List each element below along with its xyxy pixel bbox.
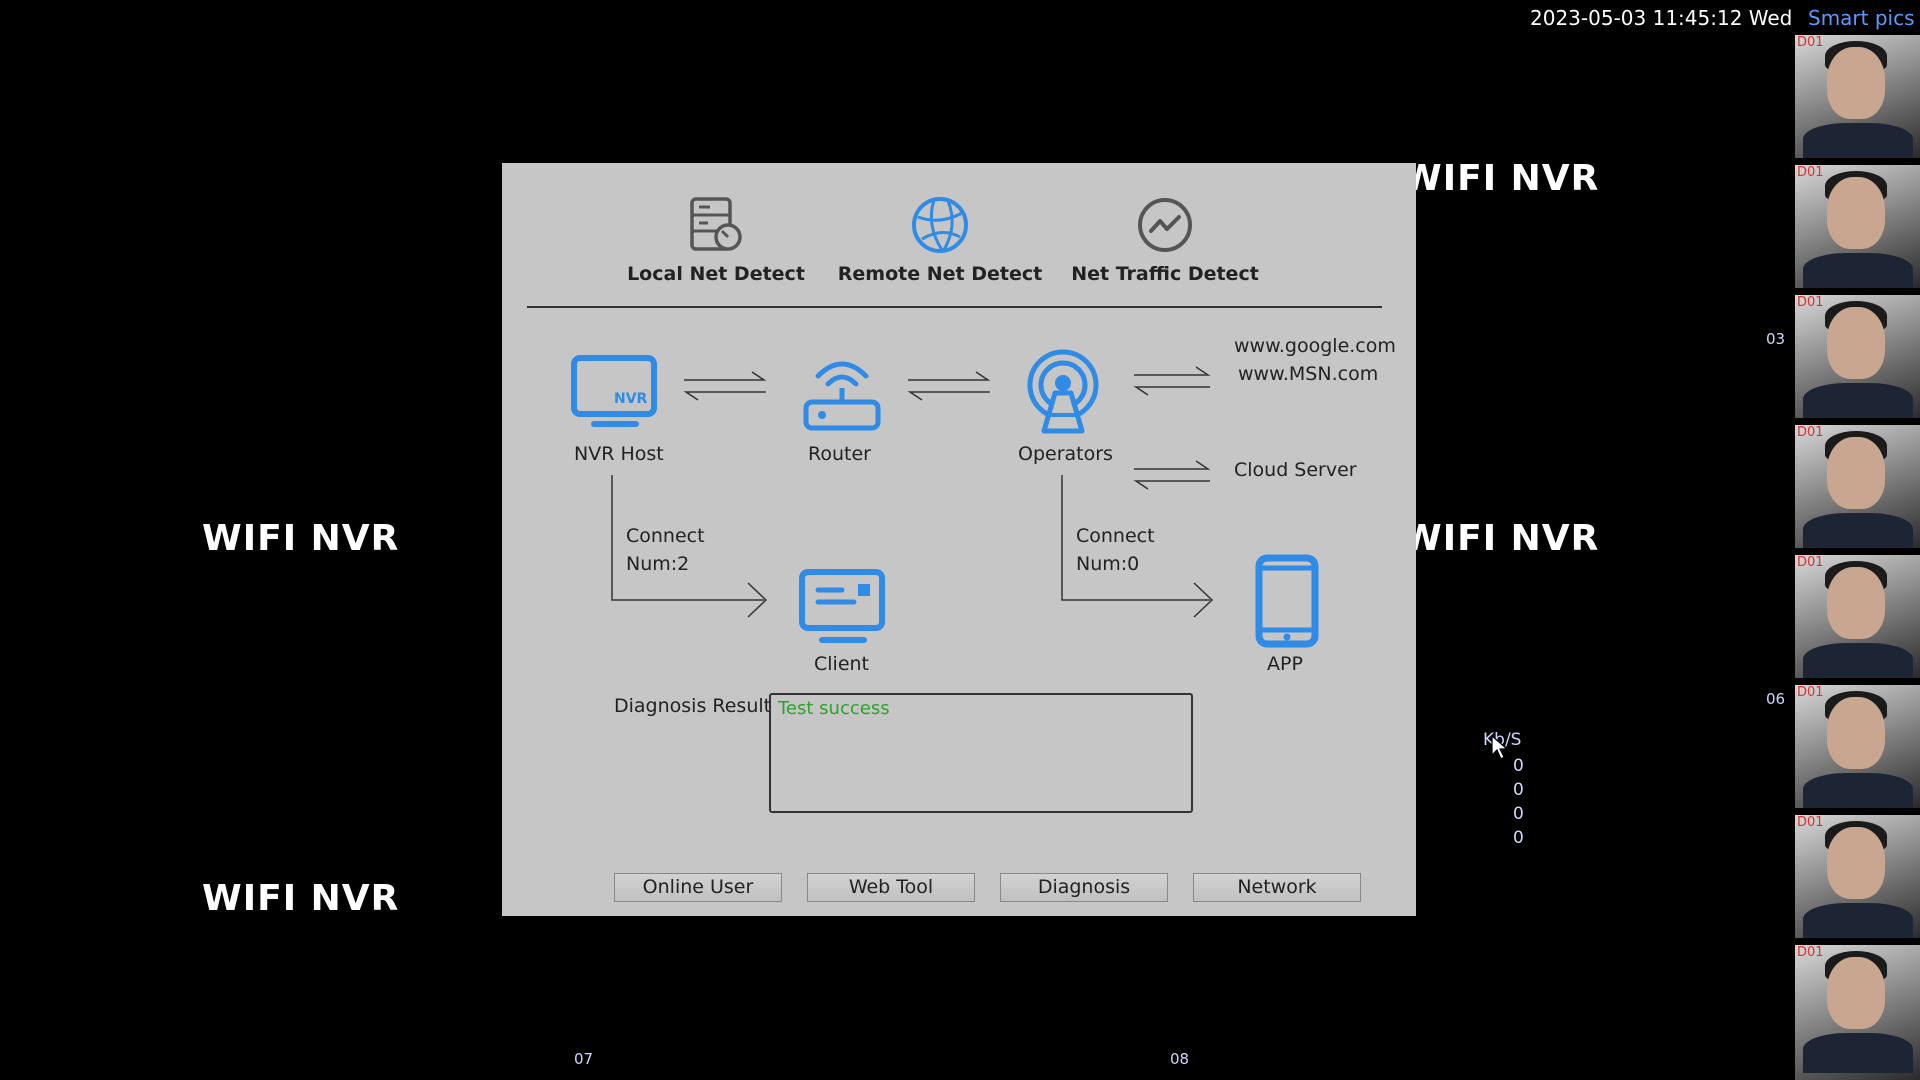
wifi-nvr-watermark: WIFI NVR bbox=[1402, 518, 1600, 559]
smart-pic-thumbnail[interactable]: D01 bbox=[1795, 295, 1920, 418]
bitrate-value: 0 bbox=[1513, 780, 1524, 800]
thumbnail-channel-label: D01 bbox=[1797, 425, 1824, 440]
operators-label: Operators bbox=[1018, 443, 1113, 465]
client-connect-label: Connect bbox=[626, 525, 705, 547]
bitrate-value: 0 bbox=[1513, 828, 1524, 848]
diagnosis-result-label: Diagnosis Result: bbox=[614, 695, 778, 717]
smart-pic-thumbnail[interactable]: D01 bbox=[1795, 555, 1920, 678]
tab-label: Remote Net Detect bbox=[837, 263, 1043, 285]
cloud-server-label: Cloud Server bbox=[1234, 459, 1357, 481]
nvr-badge: NVR bbox=[614, 391, 648, 407]
operators-tower-icon bbox=[1027, 349, 1099, 434]
smart-pic-thumbnail[interactable]: D01 bbox=[1795, 685, 1920, 808]
network-detect-dialog: Local Net Detect Remote Net Detect Net T… bbox=[502, 163, 1416, 916]
topology-connectors bbox=[611, 366, 1214, 618]
diagnosis-result-value: Test success bbox=[778, 698, 890, 719]
remote-site-google: www.google.com bbox=[1234, 335, 1396, 357]
wifi-nvr-watermark: WIFI NVR bbox=[1402, 158, 1600, 199]
traffic-chart-icon bbox=[1138, 198, 1192, 252]
nvr-host-label: NVR Host bbox=[574, 443, 664, 465]
channel-label-08: 08 bbox=[1170, 1050, 1190, 1068]
thumbnail-channel-label: D01 bbox=[1797, 945, 1824, 960]
tab-divider bbox=[527, 306, 1382, 308]
globe-icon bbox=[912, 197, 968, 253]
client-label: Client bbox=[814, 653, 870, 675]
server-icon bbox=[690, 197, 742, 251]
tab-local-net-detect[interactable]: Local Net Detect bbox=[606, 193, 826, 285]
channel-label-03: 03 bbox=[1766, 330, 1786, 348]
thumbnail-channel-label: D01 bbox=[1797, 555, 1824, 570]
tab-remote-net-detect[interactable]: Remote Net Detect bbox=[830, 193, 1050, 285]
wifi-nvr-watermark: WIFI NVR bbox=[202, 518, 400, 559]
smart-pic-thumbnail[interactable]: D01 bbox=[1795, 425, 1920, 548]
network-button[interactable]: Network bbox=[1193, 873, 1361, 902]
thumbnail-channel-label: D01 bbox=[1797, 165, 1824, 180]
remote-site-msn: www.MSN.com bbox=[1238, 363, 1379, 385]
online-user-button[interactable]: Online User bbox=[614, 873, 782, 902]
app-label: APP bbox=[1267, 653, 1303, 675]
thumbnail-channel-label: D01 bbox=[1797, 815, 1824, 830]
mouse-cursor-icon bbox=[1491, 735, 1509, 760]
diagnosis-button[interactable]: Diagnosis bbox=[1000, 873, 1168, 902]
router-icon bbox=[803, 361, 881, 431]
app-connect-num: Num:0 bbox=[1076, 553, 1140, 575]
client-pc-icon bbox=[799, 569, 885, 643]
channel-label-06: 06 bbox=[1766, 690, 1786, 708]
smart-pics-title: Smart pics bbox=[1808, 6, 1915, 30]
smart-pic-thumbnail[interactable]: D01 bbox=[1795, 945, 1920, 1080]
client-connect-num: Num:2 bbox=[626, 553, 690, 575]
channel-label-07: 07 bbox=[574, 1050, 594, 1068]
bitrate-value: 0 bbox=[1513, 756, 1524, 776]
router-label: Router bbox=[808, 443, 871, 465]
tab-label: Net Traffic Detect bbox=[1071, 263, 1259, 285]
tab-label: Local Net Detect bbox=[627, 263, 805, 285]
tab-net-traffic-detect[interactable]: Net Traffic Detect bbox=[1055, 193, 1275, 285]
smart-pic-thumbnail[interactable]: D01 bbox=[1795, 815, 1920, 938]
thumbnail-channel-label: D01 bbox=[1797, 295, 1824, 310]
app-connect-label: Connect bbox=[1076, 525, 1155, 547]
mobile-app-icon bbox=[1255, 554, 1319, 648]
bitrate-value: 0 bbox=[1513, 804, 1524, 824]
datetime-display: 2023-05-03 11:45:12 Wed bbox=[1530, 6, 1793, 30]
nvr-host-icon: NVR bbox=[571, 355, 657, 427]
smart-pic-thumbnail[interactable]: D01 bbox=[1795, 165, 1920, 288]
smart-pic-thumbnail[interactable]: D01 bbox=[1795, 35, 1920, 158]
web-tool-button[interactable]: Web Tool bbox=[807, 873, 975, 902]
diagnosis-result-box[interactable]: Test success bbox=[769, 693, 1193, 813]
thumbnail-channel-label: D01 bbox=[1797, 685, 1824, 700]
wifi-nvr-watermark: WIFI NVR bbox=[202, 878, 400, 919]
thumbnail-channel-label: D01 bbox=[1797, 35, 1824, 50]
